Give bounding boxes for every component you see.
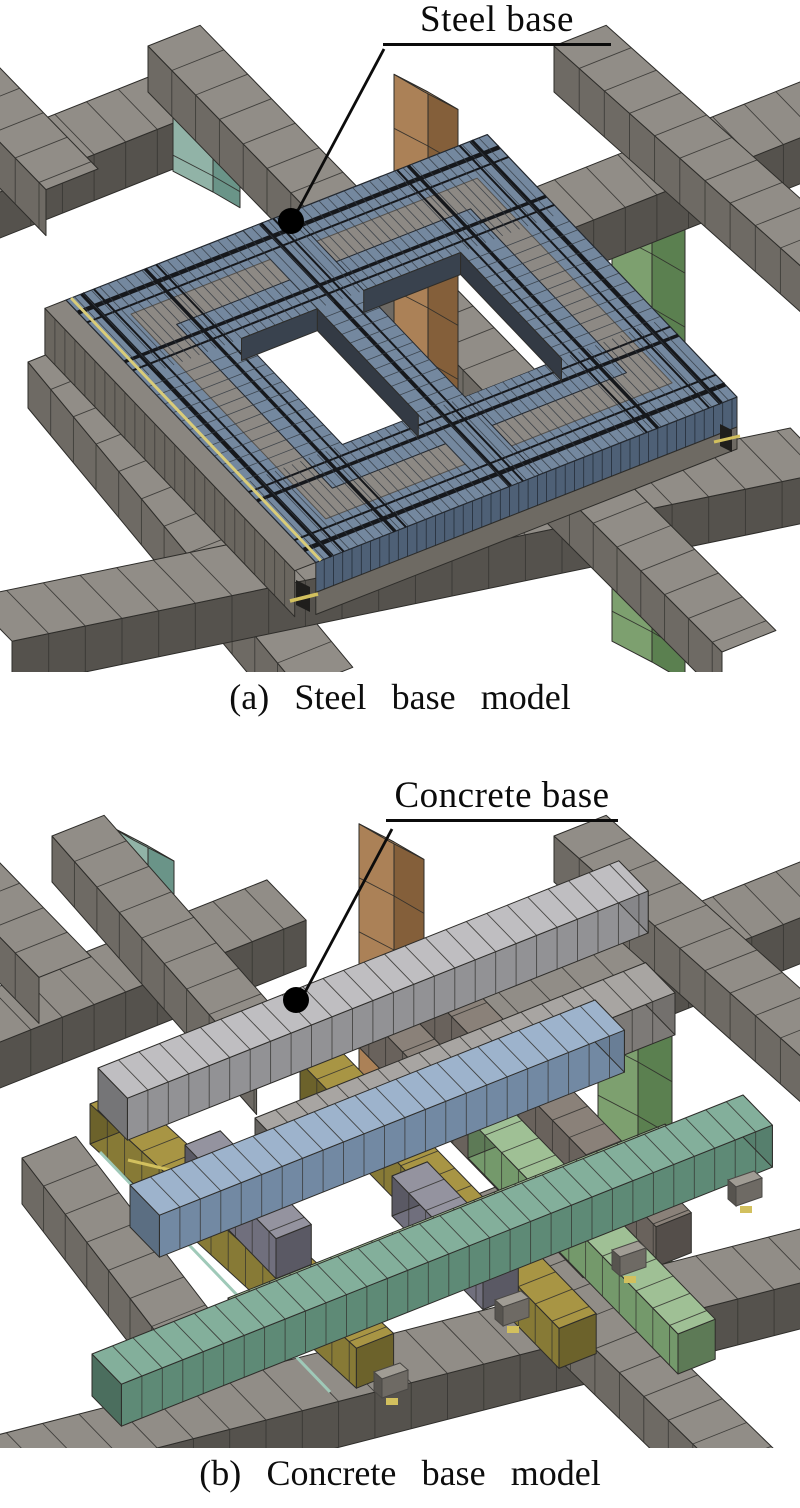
steel-base-callout-label: Steel base [383,0,611,46]
steel-base-scene-group [0,24,800,672]
steel-base-3d-render [0,24,800,672]
concrete-base-leader-line [301,828,394,997]
steel-base-marker-dot [278,208,304,234]
panel-concrete-base-model: Concrete base [0,760,800,1448]
caption-steel-base-model: (a) Steel base model [229,677,571,717]
concrete-base-marker-dot [283,987,309,1013]
concrete-base-3d-render [0,814,800,1448]
steel-base-leader-line [294,48,386,215]
concrete-base-scene-group [0,814,800,1448]
panel-steel-base-model: Steel base [0,0,800,672]
concrete-base-callout-label: Concrete base [386,775,618,822]
caption-concrete-base-model: (b) Concrete base model [199,1453,601,1493]
